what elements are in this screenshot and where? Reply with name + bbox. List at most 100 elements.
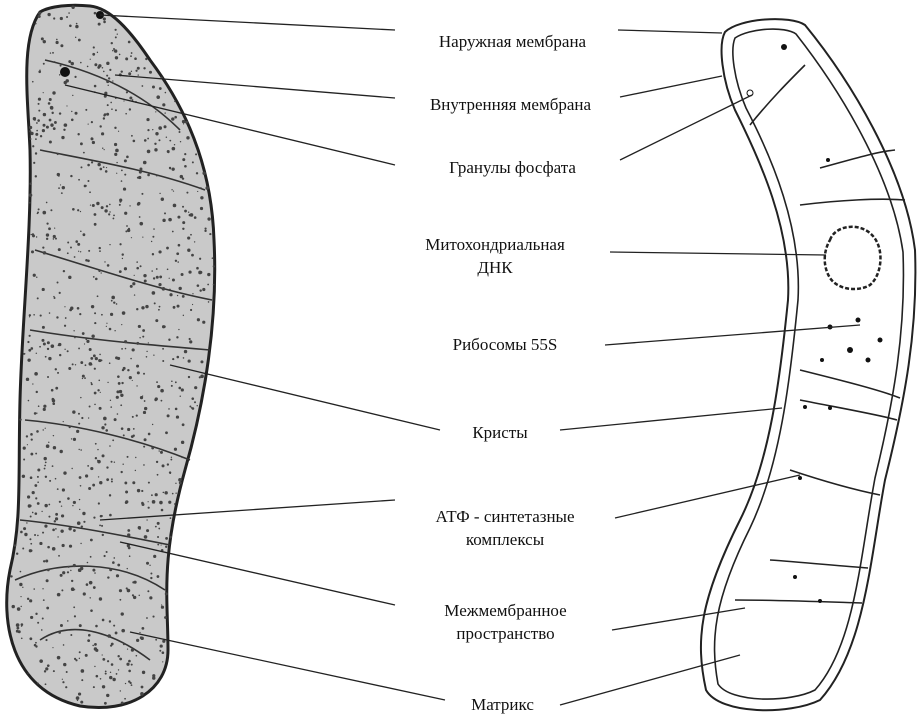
- stipple-dot: [72, 563, 76, 568]
- stipple-dot: [27, 358, 31, 362]
- stipple-dot: [64, 317, 67, 319]
- stipple-dot: [30, 347, 34, 350]
- stipple-dot: [87, 180, 90, 183]
- stipple-dot: [129, 96, 133, 100]
- stipple-dot: [158, 139, 161, 142]
- stipple-dot: [37, 102, 40, 105]
- stipple-dot: [33, 643, 37, 647]
- stipple-dot: [152, 676, 156, 680]
- stipple-dot: [75, 24, 79, 29]
- stipple-dot: [133, 274, 135, 276]
- stipple-dot: [42, 123, 46, 127]
- stipple-dot: [110, 101, 112, 104]
- stipple-dot: [89, 597, 91, 599]
- stipple-dot: [29, 125, 33, 130]
- stipple-dot: [10, 575, 13, 578]
- stipple-dot: [58, 631, 61, 634]
- stipple-dot: [68, 12, 70, 14]
- stipple-dot: [176, 304, 180, 308]
- stipple-dot: [107, 576, 110, 579]
- stipple-dot: [68, 367, 71, 369]
- stipple-dot: [125, 112, 127, 115]
- stipple-dot: [143, 445, 146, 448]
- schematic-cristae: [734, 64, 906, 604]
- stipple-dot: [97, 66, 101, 69]
- stipple-dot: [52, 127, 56, 131]
- stipple-dot: [99, 481, 103, 485]
- stipple-dot: [158, 450, 160, 452]
- stipple-dot: [151, 270, 153, 272]
- stipple-dot: [122, 463, 124, 465]
- stipple-dot: [136, 341, 140, 345]
- stipple-dot: [143, 139, 147, 142]
- stipple-dot: [66, 571, 70, 574]
- stipple-dot: [88, 580, 93, 585]
- stipple-dot: [154, 398, 158, 402]
- stipple-dot: [78, 476, 82, 479]
- stipple-dot: [137, 201, 141, 206]
- stipple-dot: [73, 256, 76, 258]
- stipple-dot: [207, 272, 211, 277]
- stipple-dot: [11, 604, 15, 609]
- stipple-dot: [81, 332, 85, 335]
- stipple-dot: [130, 52, 133, 54]
- stipple-dot: [124, 481, 128, 485]
- stipple-dot: [75, 659, 78, 662]
- stipple-dot: [66, 350, 69, 353]
- stipple-dot: [98, 358, 102, 363]
- stipple-dot: [16, 607, 21, 611]
- stipple-dot: [99, 250, 101, 253]
- stipple-dot: [143, 279, 147, 283]
- left-stipple: [10, 5, 215, 705]
- stipple-dot: [58, 74, 61, 76]
- label-outer-membrane: Наружная мембрана: [438, 32, 587, 51]
- stipple-dot: [112, 217, 115, 220]
- stipple-dot: [196, 284, 200, 287]
- stipple-dot: [30, 250, 34, 254]
- stipple-dot: [123, 100, 125, 102]
- stipple-dot: [131, 348, 135, 352]
- stipple-dot: [184, 209, 187, 213]
- stipple-dot: [51, 397, 54, 400]
- stipple-dot: [71, 5, 75, 9]
- stipple-dot: [147, 137, 150, 140]
- stipple-dot: [52, 647, 54, 649]
- stipple-dot: [172, 305, 176, 309]
- label-mtdna-line1: Митохондриальная: [425, 235, 565, 254]
- stipple-dot: [162, 218, 166, 223]
- stipple-dot: [181, 423, 185, 427]
- stipple-dot: [154, 525, 157, 528]
- stipple-dot: [128, 108, 132, 111]
- stipple-dot: [70, 174, 73, 178]
- stipple-dot: [33, 161, 36, 164]
- stipple-dot: [62, 681, 65, 684]
- stipple-dot: [73, 330, 75, 332]
- stipple-dot: [72, 529, 76, 532]
- stipple-dot: [85, 108, 88, 111]
- stipple-dot: [49, 479, 52, 482]
- stipple-dot: [142, 329, 146, 332]
- stipple-dot: [187, 211, 190, 213]
- stipple-dot: [123, 267, 128, 271]
- stipple-dot: [99, 514, 103, 518]
- stipple-dot: [191, 253, 194, 257]
- stipple-dot: [75, 22, 78, 25]
- stipple-dot: [187, 375, 191, 379]
- stipple-dot: [80, 700, 84, 704]
- stipple-dot: [168, 217, 172, 222]
- stipple-dot: [111, 108, 113, 111]
- stipple-dot: [74, 75, 77, 78]
- stipple-dot: [87, 633, 91, 637]
- stipple-dot: [93, 516, 96, 519]
- stipple-dot: [124, 173, 127, 176]
- stipple-dot: [155, 319, 159, 323]
- stipple-dot: [121, 628, 126, 633]
- stipple-dot: [63, 123, 68, 127]
- stipple-dot: [45, 444, 50, 449]
- stipple-dot: [162, 639, 166, 643]
- stipple-dot: [88, 249, 91, 252]
- stipple-dot: [124, 211, 128, 215]
- stipple-dot: [38, 11, 42, 15]
- stipple-dot: [115, 148, 119, 153]
- stipple-dot: [37, 405, 40, 407]
